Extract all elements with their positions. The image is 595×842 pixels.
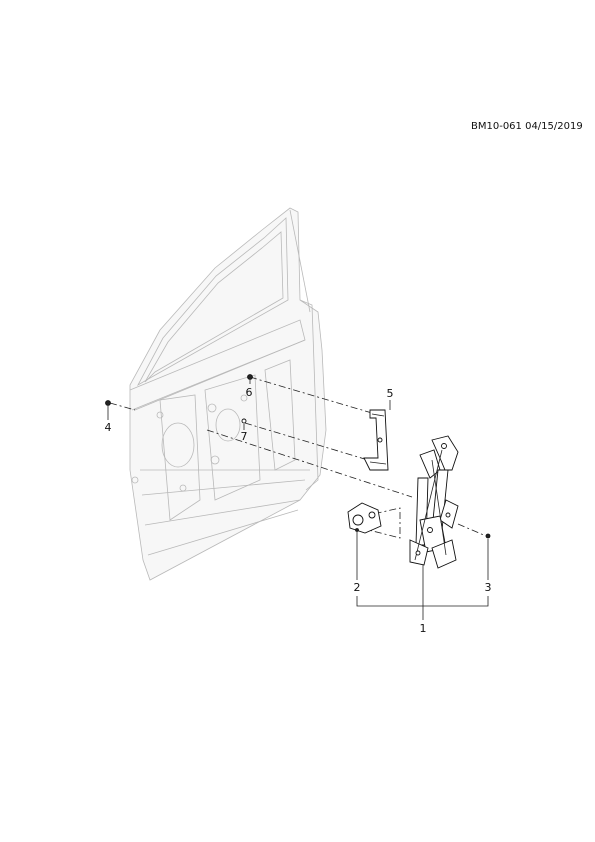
callout-4: 4 bbox=[105, 421, 112, 434]
callout-5: 5 bbox=[387, 387, 394, 400]
fastener-6-nut bbox=[247, 374, 253, 380]
fastener-3-bolt bbox=[485, 533, 491, 539]
alignment-lines bbox=[109, 376, 487, 539]
callout-2: 2 bbox=[354, 581, 361, 594]
callout-3: 3 bbox=[485, 581, 492, 594]
part-2-motor bbox=[347, 502, 382, 534]
drawing-reference: BM10-061 04/15/2019 bbox=[471, 121, 583, 132]
fastener-7-bolt bbox=[241, 418, 247, 424]
leader-lines bbox=[107, 380, 489, 620]
callout-6: 6 bbox=[246, 386, 253, 399]
callout-1: 1 bbox=[420, 622, 427, 635]
fastener-4-bolt bbox=[105, 400, 111, 406]
part-5-bracket bbox=[363, 409, 389, 471]
door-assembly bbox=[129, 207, 327, 581]
callout-7: 7 bbox=[241, 430, 248, 443]
part-1-window-regulator bbox=[409, 435, 459, 569]
